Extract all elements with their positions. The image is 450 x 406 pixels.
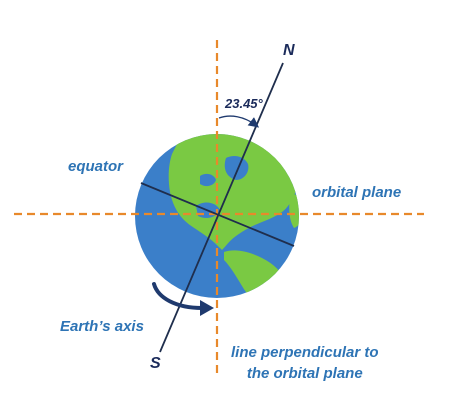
great-lakes (200, 173, 216, 187)
earth-globe (135, 134, 299, 298)
perpendicular-line-label-line2: the orbital plane (246, 365, 363, 382)
equator-line (140, 182, 295, 247)
perpendicular-line-label-line1: line perpendicular to (231, 344, 379, 361)
perpendicular-line-label: line perpendicular to the orbital plane (231, 342, 379, 384)
rotation-arrow (152, 282, 204, 310)
tilt-angle-label: 23.45° (225, 96, 263, 111)
tilt-angle-arc (218, 115, 260, 128)
equator-label: equator (68, 158, 124, 175)
south-pole-label: S (150, 355, 161, 372)
hudson-bay (224, 156, 249, 180)
africa-edge (289, 194, 299, 228)
orbital-plane-label: orbital plane (312, 184, 402, 201)
rotation-arrowhead-icon (200, 300, 214, 316)
north-america (168, 134, 299, 250)
north-pole-label: N (283, 42, 295, 59)
earths-axis-label: Earth’s axis (60, 318, 144, 335)
